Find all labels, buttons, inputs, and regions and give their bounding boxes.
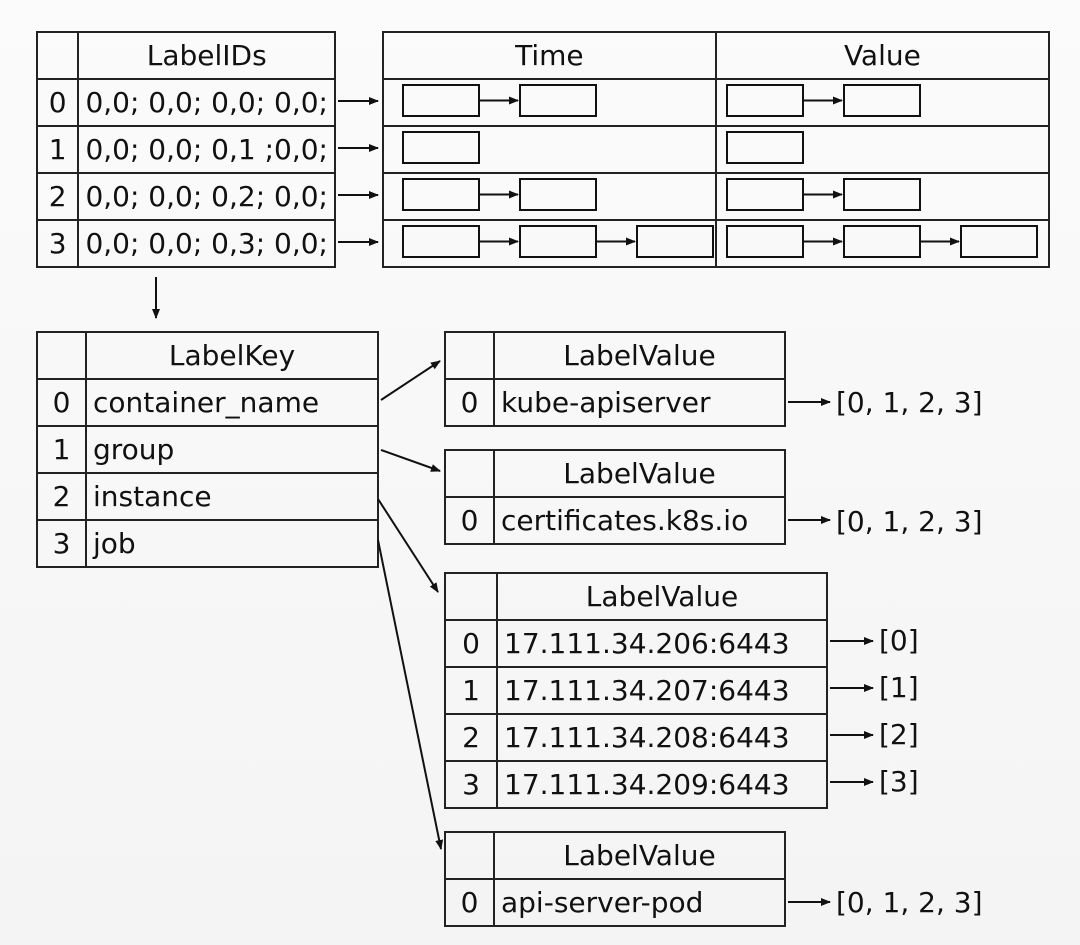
labelvalue-row: 2 17.111.34.208:6443 xyxy=(444,713,828,762)
labelkey-header: LabelKey xyxy=(85,331,379,380)
key-to-value-arrow xyxy=(380,360,441,401)
chunk-row xyxy=(382,78,1051,127)
labelvalue-header: LabelValue xyxy=(496,572,828,621)
label-value-cell: 17.111.34.206:6443 xyxy=(496,619,828,668)
chunk-box xyxy=(519,84,597,117)
value-header: Value xyxy=(714,31,1051,80)
key-to-value-arrow xyxy=(377,539,444,850)
labelkey-row: 0 container_name xyxy=(36,378,379,427)
time-value-table: Time Value xyxy=(382,31,1051,268)
labelvalue-table: LabelValue 0 api-server-pod xyxy=(444,831,786,927)
series-list: [0, 1, 2, 3] xyxy=(836,886,983,919)
chunk-group xyxy=(402,84,1038,258)
chunk-box xyxy=(636,225,714,258)
header-index-blank xyxy=(35,31,80,80)
row-index: 2 xyxy=(444,713,498,762)
time-header: Time xyxy=(382,31,717,80)
series-list: [0, 1, 2, 3] xyxy=(836,505,983,538)
labelvalue-row: 0 17.111.34.206:6443 xyxy=(444,619,828,668)
label-value-cell: 17.111.34.207:6443 xyxy=(496,666,828,715)
chunk-box xyxy=(726,178,804,211)
labelids-row: 0 0,0; 0,0; 0,0; 0,0; xyxy=(35,78,336,127)
chunk-row xyxy=(382,219,1051,268)
series-list: [0, 1, 2, 3] xyxy=(836,386,983,419)
row-index: 3 xyxy=(444,760,498,809)
header-index-blank xyxy=(444,449,495,498)
header-index-blank xyxy=(36,331,87,380)
label-key-cell: job xyxy=(85,519,379,568)
labelvalue-row: 0 certificates.k8s.io xyxy=(444,496,786,545)
chunk-box xyxy=(402,178,480,211)
label-key-cell: group xyxy=(85,425,379,474)
labelvalue-header: LabelValue xyxy=(493,449,786,498)
labelvalue-table: LabelValue 0 certificates.k8s.io xyxy=(444,449,786,545)
labelids-row: 3 0,0; 0,0; 0,3; 0,0; xyxy=(35,219,336,268)
row-index: 0 xyxy=(444,378,495,427)
header-index-blank xyxy=(444,572,498,621)
row-index: 3 xyxy=(35,219,80,268)
labelkey-row: 2 instance xyxy=(36,472,379,521)
key-to-value-arrow xyxy=(380,449,441,472)
row-index: 0 xyxy=(444,619,498,668)
chunk-box xyxy=(843,84,921,117)
row-index: 0 xyxy=(36,378,87,427)
labelvalue-table: LabelValue 0 kube-apiserver xyxy=(444,331,786,427)
chunk-box xyxy=(402,225,480,258)
row-index: 0 xyxy=(444,878,495,927)
label-ids-cell: 0,0; 0,0; 0,0; 0,0; xyxy=(77,78,336,127)
row-index: 1 xyxy=(36,425,87,474)
labelkey-row: 3 job xyxy=(36,519,379,568)
series-list: [1] xyxy=(879,671,919,704)
chunk-box xyxy=(726,131,804,164)
chunk-box xyxy=(726,84,804,117)
chunk-box xyxy=(402,84,480,117)
label-key-cell: container_name xyxy=(85,378,379,427)
chunk-box xyxy=(843,225,921,258)
labelvalue-row: 0 api-server-pod xyxy=(444,878,786,927)
labelvalue-row: 1 17.111.34.207:6443 xyxy=(444,666,828,715)
row-index: 2 xyxy=(35,172,80,221)
series-list: [0] xyxy=(879,624,919,657)
label-ids-cell: 0,0; 0,0; 0,1 ;0,0; xyxy=(77,125,336,174)
chunk-row xyxy=(382,172,1051,221)
row-index: 0 xyxy=(35,78,80,127)
chunk-box xyxy=(519,178,597,211)
label-key-cell: instance xyxy=(85,472,379,521)
chunk-box xyxy=(960,225,1038,258)
labelkey-table: LabelKey 0 container_name 1 group 2 inst… xyxy=(36,331,379,568)
label-value-cell: kube-apiserver xyxy=(493,378,786,427)
label-ids-cell: 0,0; 0,0; 0,3; 0,0; xyxy=(77,219,336,268)
row-index: 1 xyxy=(35,125,80,174)
row-index: 2 xyxy=(36,472,87,521)
row-index: 1 xyxy=(444,666,498,715)
labelids-header: LabelIDs xyxy=(77,31,336,80)
labelvalue-row: 0 kube-apiserver xyxy=(444,378,786,427)
chunk-box xyxy=(726,225,804,258)
labelvalue-header: LabelValue xyxy=(493,331,786,380)
row-index: 0 xyxy=(444,496,495,545)
label-value-cell: 17.111.34.209:6443 xyxy=(496,760,828,809)
series-list: [3] xyxy=(879,765,919,798)
key-to-value-arrow xyxy=(377,498,439,593)
chunk-row xyxy=(382,125,1051,174)
labelvalue-table: LabelValue 0 17.111.34.206:6443 1 17.111… xyxy=(444,572,828,809)
series-list: [2] xyxy=(879,718,919,751)
row-index: 3 xyxy=(36,519,87,568)
label-value-cell: certificates.k8s.io xyxy=(493,496,786,545)
labelkey-row: 1 group xyxy=(36,425,379,474)
chunk-box xyxy=(402,131,480,164)
labelvalue-row: 3 17.111.34.209:6443 xyxy=(444,760,828,809)
header-index-blank xyxy=(444,331,495,380)
label-value-cell: api-server-pod xyxy=(493,878,786,927)
labelids-row: 2 0,0; 0,0; 0,2; 0,0; xyxy=(35,172,336,221)
chunk-box xyxy=(843,178,921,211)
labelvalue-header: LabelValue xyxy=(493,831,786,880)
header-index-blank xyxy=(444,831,495,880)
chunk-box xyxy=(519,225,597,258)
label-value-cell: 17.111.34.208:6443 xyxy=(496,713,828,762)
label-ids-cell: 0,0; 0,0; 0,2; 0,0; xyxy=(77,172,336,221)
labelids-table: LabelIDs 0 0,0; 0,0; 0,0; 0,0; 1 0,0; 0,… xyxy=(35,31,336,268)
labelids-row: 1 0,0; 0,0; 0,1 ;0,0; xyxy=(35,125,336,174)
